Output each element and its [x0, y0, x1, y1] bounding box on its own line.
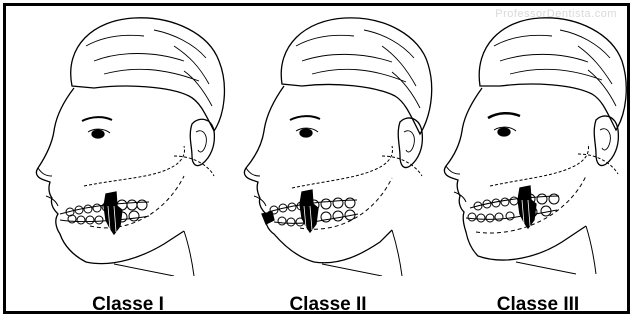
upper-teeth	[470, 194, 559, 210]
eye	[498, 128, 510, 136]
eyebrow	[82, 117, 112, 121]
eye	[300, 129, 312, 137]
caption-class-1: Classe I	[68, 294, 188, 316]
caption-class-2: Classe II	[268, 294, 388, 316]
face-profile	[36, 88, 184, 264]
mandible-outline	[292, 146, 393, 188]
class-1-head-illustration	[24, 6, 234, 276]
face-profile	[244, 86, 392, 263]
eyebrow	[290, 116, 320, 120]
mandible-outline	[84, 146, 185, 186]
neck	[516, 226, 596, 274]
class-3-head-illustration	[436, 6, 636, 276]
caption-class-3: Classe III	[478, 294, 598, 316]
diagram-frame: ProfessorDentista.com	[3, 3, 630, 314]
eyebrow	[488, 113, 520, 118]
mandible-outline	[490, 144, 589, 186]
lower-teeth	[466, 206, 557, 222]
hair	[71, 18, 225, 131]
first-molar-highlight	[300, 190, 318, 232]
eye	[92, 130, 104, 138]
class-2-head-illustration	[230, 6, 440, 276]
ear	[190, 119, 214, 165]
first-molar-highlight	[518, 186, 536, 228]
neck	[114, 231, 194, 276]
